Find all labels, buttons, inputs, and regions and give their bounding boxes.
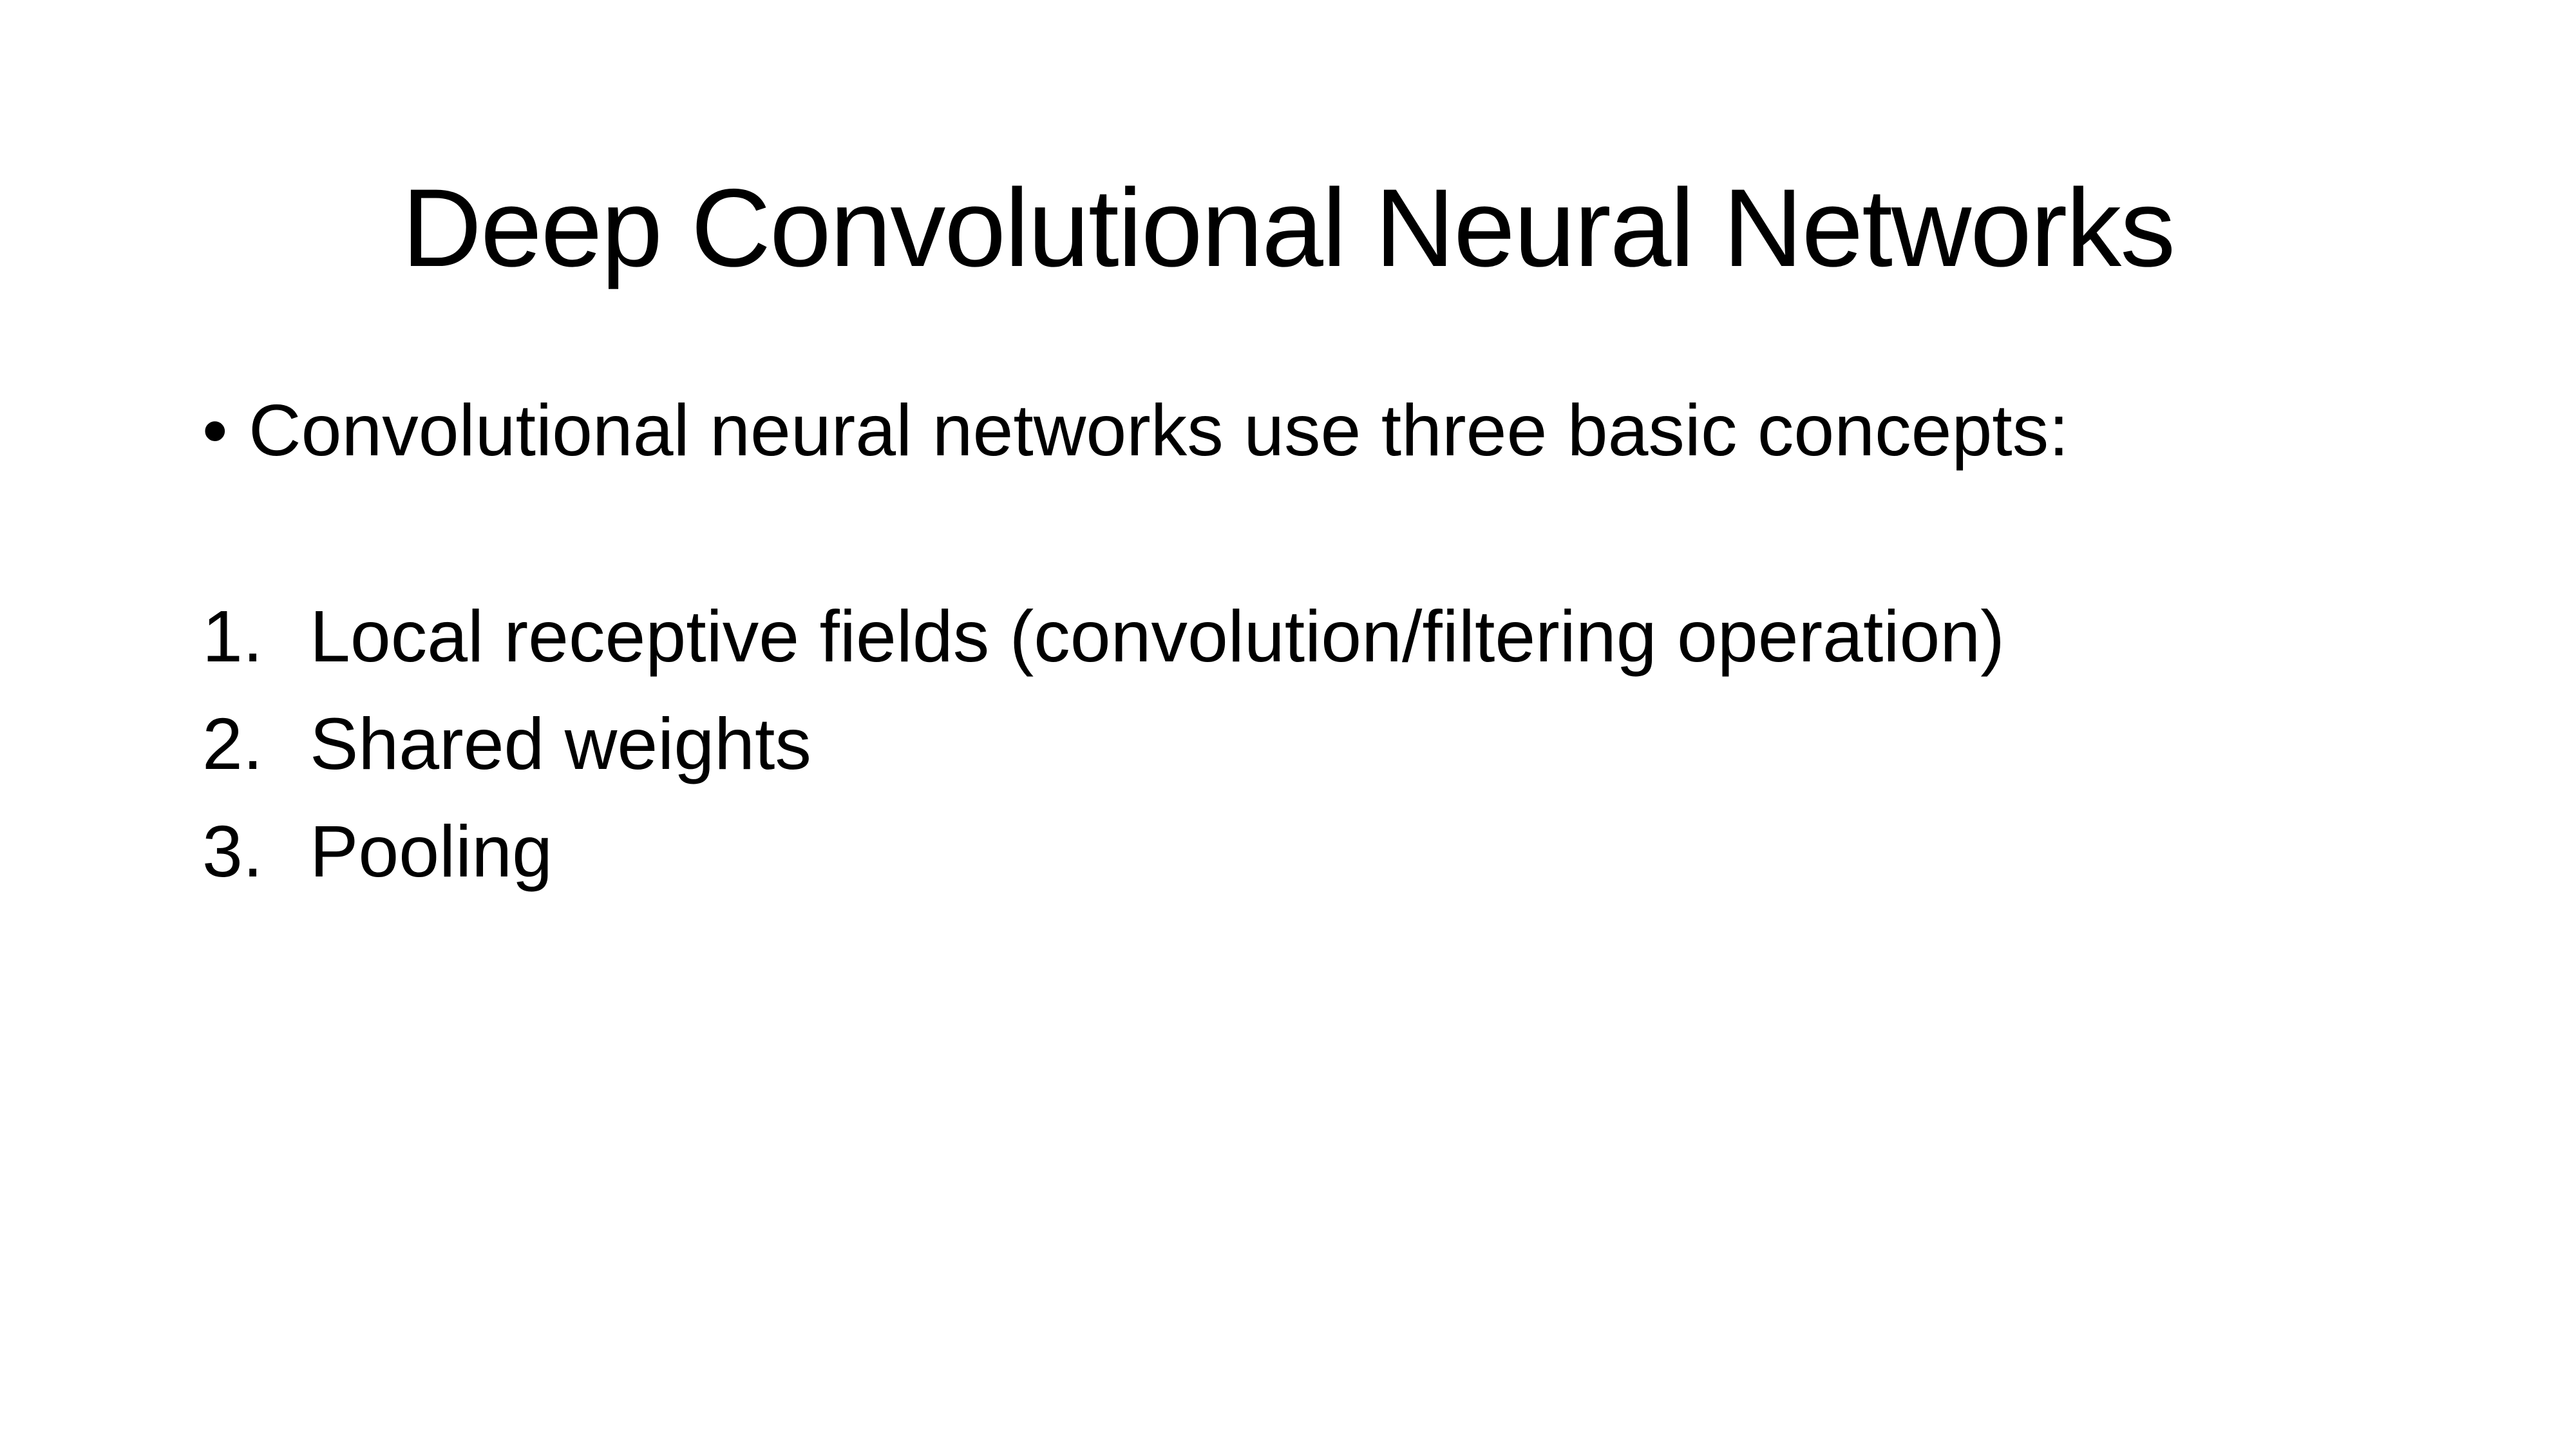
bullet-marker: • <box>202 390 228 471</box>
list-item: 2. Shared weights <box>202 690 2005 798</box>
list-item-number: 3. <box>202 811 263 892</box>
list-item-number: 2. <box>202 703 263 784</box>
slide-title: Deep Convolutional Neural Networks <box>401 166 2175 290</box>
list-item-text: Pooling <box>310 811 553 892</box>
list-item: 3. Pooling <box>202 798 2005 905</box>
list-item-text: Shared weights <box>310 703 811 784</box>
bullet-paragraph: • Convolutional neural networks use thre… <box>202 385 2069 476</box>
numbered-list: 1. Local receptive fields (convolution/f… <box>202 583 2005 905</box>
bullet-text: Convolutional neural networks use three … <box>249 390 2069 471</box>
list-item-text: Local receptive fields (convolution/filt… <box>310 596 2005 677</box>
list-item-number: 1. <box>202 596 263 677</box>
list-item: 1. Local receptive fields (convolution/f… <box>202 583 2005 690</box>
